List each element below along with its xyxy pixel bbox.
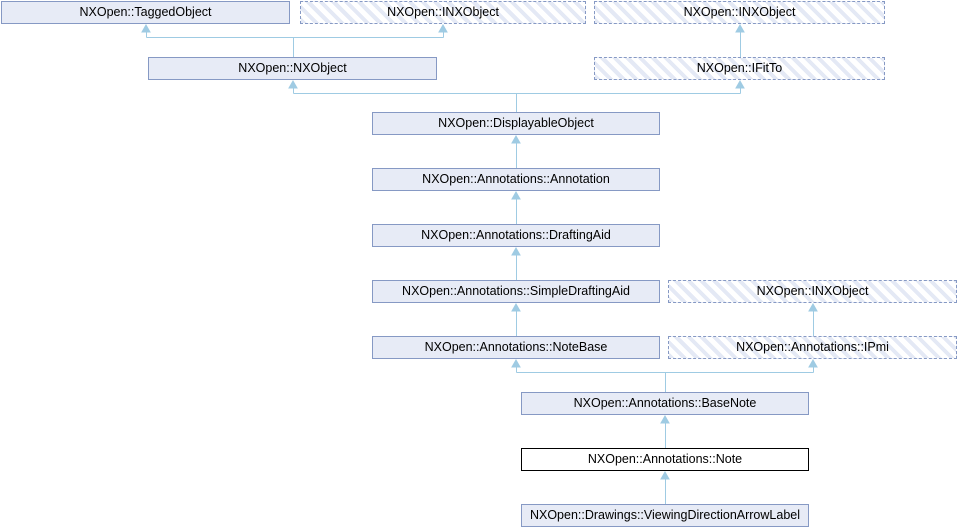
class-node-label: NXOpen::Annotations::BaseNote <box>573 396 757 410</box>
inheritance-arrowhead-icon <box>141 23 151 33</box>
class-node-label: NXOpen::DisplayableObject <box>438 116 594 130</box>
class-node-label: NXOpen::INXObject <box>756 284 869 298</box>
class-node-annotation[interactable]: NXOpen::Annotations::Annotation <box>372 168 660 191</box>
class-node-label: NXOpen::IFitTo <box>696 61 783 75</box>
class-node-tagged-object[interactable]: NXOpen::TaggedObject <box>1 1 290 24</box>
class-node-label: NXOpen::Annotations::NoteBase <box>424 340 608 354</box>
class-node-drafting-aid[interactable]: NXOpen::Annotations::DraftingAid <box>372 224 660 247</box>
inheritance-arrowhead-icon <box>808 358 818 368</box>
class-node-nxobject[interactable]: NXOpen::NXObject <box>148 57 437 80</box>
class-node-label: NXOpen::Annotations::SimpleDraftingAid <box>402 284 630 298</box>
class-node-inxobject-mid-right[interactable]: NXOpen::INXObject <box>668 280 957 303</box>
inheritance-arrowhead-icon <box>660 470 670 480</box>
class-node-label: NXOpen::Annotations::Annotation <box>422 172 610 186</box>
inheritance-arrowhead-icon <box>808 302 818 312</box>
class-node-inxobject-top-right[interactable]: NXOpen::INXObject <box>594 1 885 24</box>
class-node-label: NXOpen::INXObject <box>387 5 499 19</box>
inheritance-arrowhead-icon <box>735 79 745 89</box>
inheritance-arrowhead-icon <box>511 358 521 368</box>
class-node-label: NXOpen::Annotations::DraftingAid <box>421 228 611 242</box>
class-node-ifitto[interactable]: NXOpen::IFitTo <box>594 57 885 80</box>
inheritance-arrowhead-icon <box>511 302 521 312</box>
class-node-inxobject-top-mid[interactable]: NXOpen::INXObject <box>300 1 586 24</box>
class-node-label: NXOpen::INXObject <box>683 5 796 19</box>
inheritance-arrowhead-icon <box>511 134 521 144</box>
inheritance-arrowhead-icon <box>511 190 521 200</box>
class-node-label: NXOpen::TaggedObject <box>79 5 212 19</box>
inheritance-arrowhead-icon <box>735 23 745 33</box>
class-node-ipmi[interactable]: NXOpen::Annotations::IPmi <box>668 336 957 359</box>
class-node-label: NXOpen::Drawings::ViewingDirectionArrowL… <box>529 508 801 522</box>
class-node-displayable-object[interactable]: NXOpen::DisplayableObject <box>372 112 660 135</box>
class-node-label: NXOpen::NXObject <box>238 61 347 75</box>
class-node-label: NXOpen::Annotations::Note <box>587 452 743 466</box>
class-node-note[interactable]: NXOpen::Annotations::Note <box>521 448 809 471</box>
inheritance-arrowhead-icon <box>288 79 298 89</box>
inheritance-arrowhead-icon <box>438 23 448 33</box>
class-node-base-note[interactable]: NXOpen::Annotations::BaseNote <box>521 392 809 415</box>
class-node-note-base[interactable]: NXOpen::Annotations::NoteBase <box>372 336 660 359</box>
inheritance-arrowhead-icon <box>511 246 521 256</box>
class-node-label: NXOpen::Annotations::IPmi <box>736 340 889 354</box>
class-node-simple-drafting-aid[interactable]: NXOpen::Annotations::SimpleDraftingAid <box>372 280 660 303</box>
inheritance-arrowhead-icon <box>660 414 670 424</box>
class-node-viewing-direction-arrow-label[interactable]: NXOpen::Drawings::ViewingDirectionArrowL… <box>521 504 809 527</box>
